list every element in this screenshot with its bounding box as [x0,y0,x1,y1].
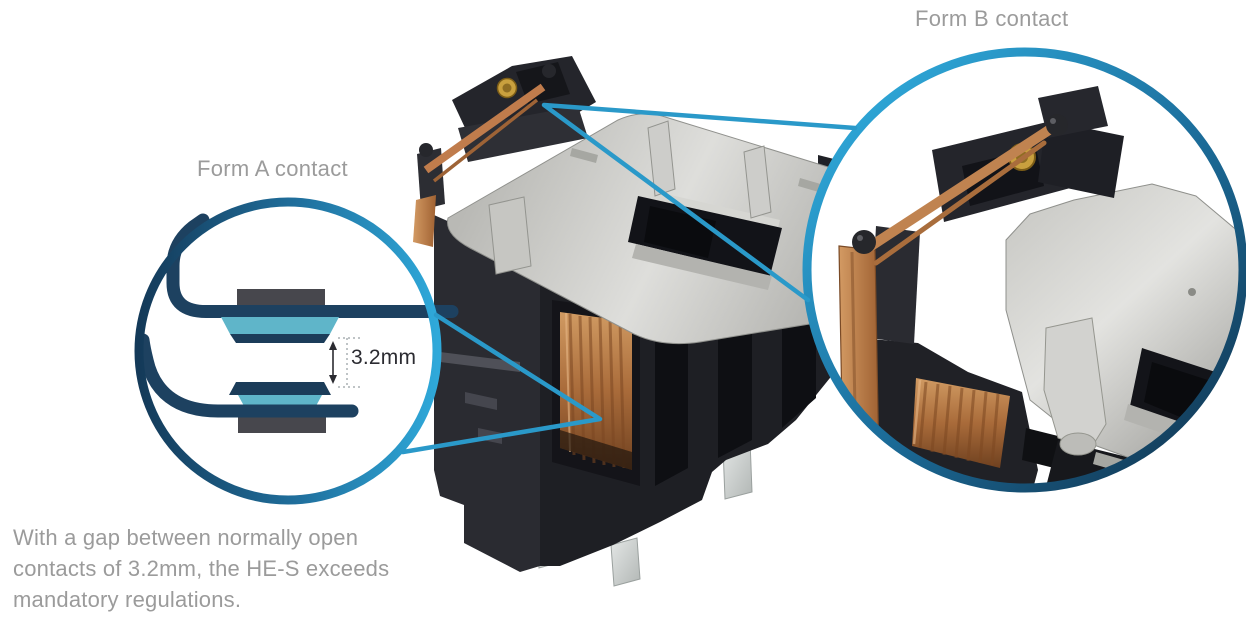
zoom-copper-strip [838,245,880,469]
form-b-callout-lines [541,102,858,303]
form-b-circle-ring [802,47,1246,493]
top-contact-block [237,289,325,306]
form-b-callout-circle [802,47,1246,493]
form-a-callout-lines [400,312,603,455]
form-a-circle-ring [134,197,442,505]
bottom-contact-arm [136,333,359,418]
form-a-label: Form A contact [197,156,348,181]
relay-photo [413,56,911,587]
caption-text: With a gap between normally open contact… [13,525,390,612]
form-a-callout-circle [134,197,459,505]
bottom-contact-block [238,413,326,433]
relay-body [434,155,900,572]
copper-contact-spring [423,83,546,174]
form-b-label: Form B contact [915,6,1069,31]
contact-gap-dimension [329,337,360,388]
top-contact-arm [166,213,459,318]
gap-dimension-label: 3.2mm [351,346,417,369]
form-b-zoom-content [838,86,1243,488]
form-a-contact-schematic [136,213,459,433]
zoom-copper-spring [863,123,1057,253]
